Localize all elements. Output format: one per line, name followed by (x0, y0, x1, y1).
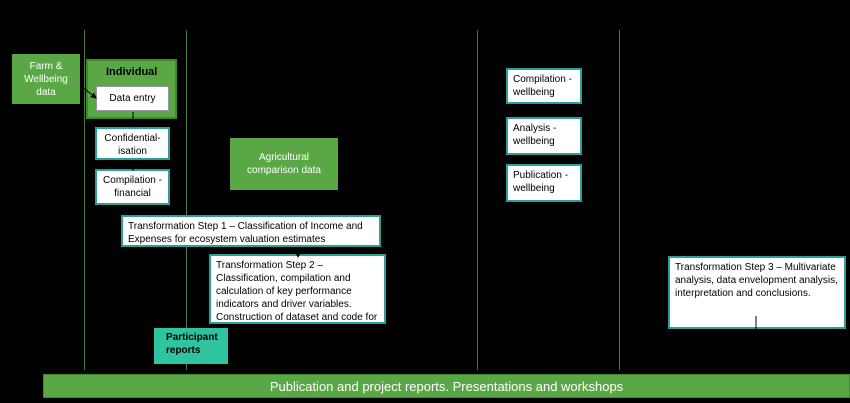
analysis-wellbeing-box: Analysis - wellbeing (506, 117, 582, 155)
publication-reports-bar: Publication and project reports. Present… (43, 374, 850, 398)
data-entry-label: Data entry (109, 93, 156, 104)
participant-reports-label: Participant reports (166, 332, 218, 356)
compilation-wellbeing-box: Compilation - wellbeing (506, 68, 582, 104)
farm-wellbeing-data-box: Farm & Wellbeing data (12, 54, 80, 104)
phase-divider (186, 30, 187, 370)
transformation-step-3-label: Transformation Step 3 – Multivariate ana… (675, 262, 838, 299)
publication-reports-label: Publication and project reports. Present… (269, 378, 624, 394)
transformation-step-1-label: Transformation Step 1 – Classification o… (128, 221, 363, 245)
publication-wellbeing-label: Publication - wellbeing (513, 170, 569, 194)
agricultural-comparison-data-label: Agricultural comparison data (247, 152, 321, 176)
transformation-step-2-label: Transformation Step 2 – Classification, … (216, 260, 378, 336)
compilation-financial-box: Compilation - financial (95, 169, 170, 205)
transformation-step-1-box: Transformation Step 1 – Classification o… (121, 215, 381, 247)
transformation-step-3-box: Transformation Step 3 – Multivariate ana… (668, 256, 846, 329)
compilation-financial-label: Compilation - financial (103, 175, 162, 199)
agricultural-comparison-data-box: Agricultural comparison data (230, 138, 338, 190)
participant-reports-box: Participant reports (154, 328, 228, 364)
confidentialisation-box: Confidential-isation (95, 127, 170, 160)
confidentialisation-label: Confidential-isation (104, 133, 161, 157)
analysis-wellbeing-label: Analysis - wellbeing (513, 123, 557, 147)
arrow-farm-to-entry (79, 84, 97, 99)
phase-divider (84, 30, 85, 370)
individual-label: Individual (106, 66, 158, 78)
compilation-wellbeing-label: Compilation - wellbeing (513, 74, 572, 98)
phase-divider (619, 30, 620, 370)
phase-divider (477, 30, 478, 370)
farm-wellbeing-data-label: Farm & Wellbeing data (24, 60, 68, 98)
data-entry-box: Data entry (96, 86, 169, 111)
publication-wellbeing-box: Publication - wellbeing (506, 164, 582, 202)
